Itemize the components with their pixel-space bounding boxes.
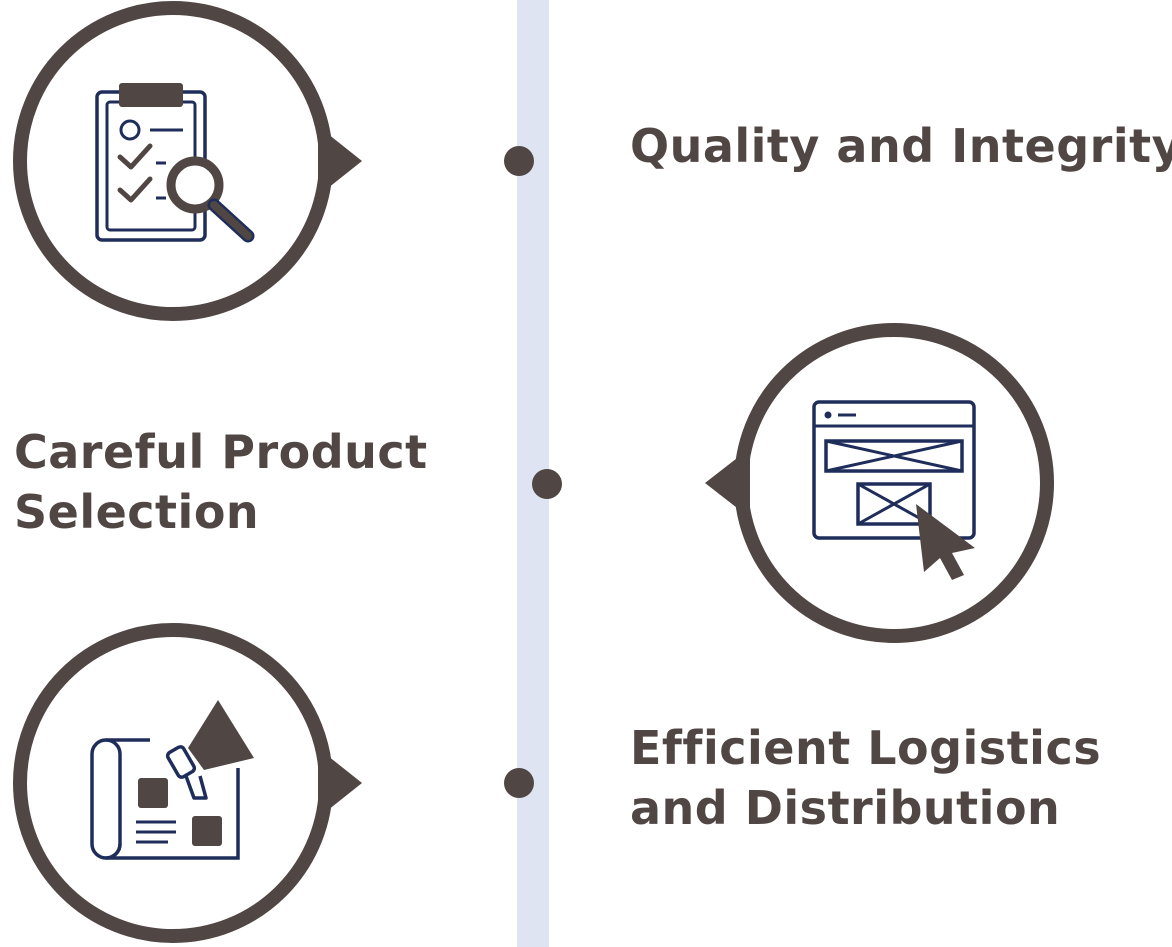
step-2-dot — [532, 469, 562, 499]
step-3-bubble — [13, 623, 362, 943]
step-1-bubble — [13, 1, 362, 321]
step-1-label: Quality and Integrity — [630, 116, 1172, 176]
step-2-label-line-1: Careful Product — [14, 425, 428, 479]
step-1-label-line-1: Quality and Integrity — [630, 119, 1172, 173]
step-3-label-line-2: and Distribution — [630, 781, 1061, 835]
step-3-label: Efficient Logistics and Distribution — [630, 718, 1101, 838]
clipboard-magnifier-icon — [95, 83, 255, 243]
step-2-label-line-2: Selection — [14, 485, 260, 539]
webpage-cursor-icon — [812, 400, 976, 580]
step-3-dot — [504, 768, 534, 798]
step-3-label-line-1: Efficient Logistics — [630, 721, 1102, 775]
step-2-label: Careful Product Selection — [14, 422, 428, 542]
map-megaphone-icon — [90, 700, 254, 860]
step-2-bubble — [705, 323, 1054, 643]
step-1-dot — [504, 146, 534, 176]
